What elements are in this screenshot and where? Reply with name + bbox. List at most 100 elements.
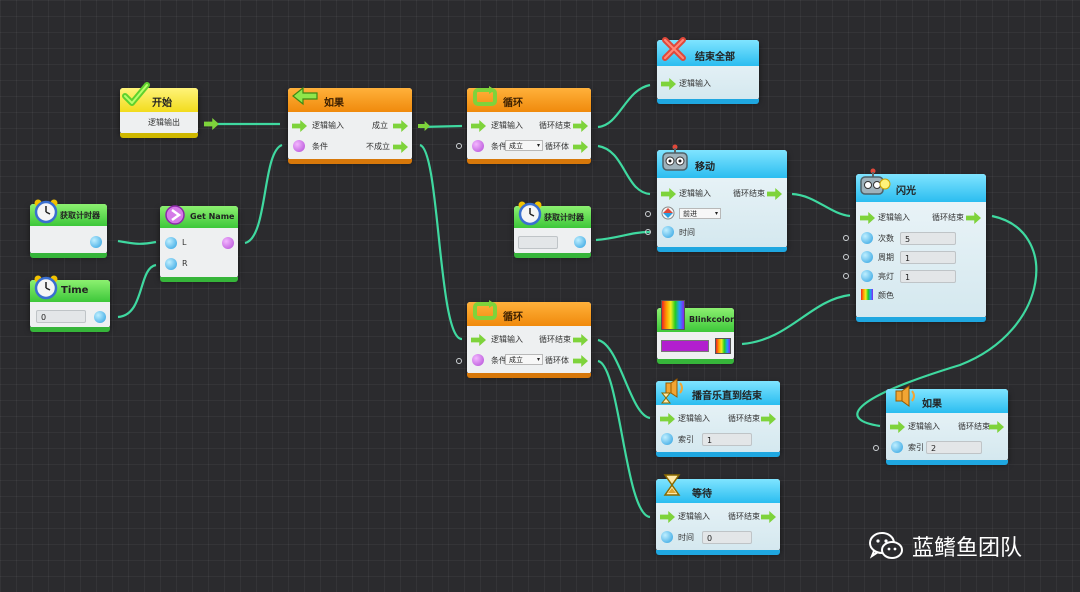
node-flash-header[interactable]: 闪光 bbox=[856, 168, 986, 202]
node-timer-1[interactable]: 获取计时器 bbox=[30, 199, 107, 258]
wait-time-port[interactable] bbox=[661, 531, 673, 543]
node-if-1[interactable]: 如果 逻辑输入 成立 条件 不成立 bbox=[288, 86, 412, 164]
loop-1-in-label: 逻辑输入 bbox=[491, 121, 523, 130]
move-time-port[interactable] bbox=[662, 226, 674, 238]
node-loop-1-header[interactable]: 循环 bbox=[467, 86, 591, 112]
node-get-name-header[interactable]: Get Name bbox=[160, 205, 238, 228]
wait-time-field[interactable]: 0 bbox=[702, 531, 752, 544]
node-time-header[interactable]: Time bbox=[30, 275, 110, 302]
node-flash[interactable]: 闪光 逻辑输入 循环结束 次数 5 周期 1 亮灯 1 颜色 bbox=[856, 168, 986, 322]
loop-2-body-label: 循环体 bbox=[545, 356, 569, 365]
branch-icon bbox=[292, 86, 318, 106]
loop-2-cond-port[interactable] bbox=[472, 354, 484, 366]
flash-color-port[interactable] bbox=[861, 289, 873, 300]
flash-count-port[interactable] bbox=[861, 232, 873, 244]
if-1-true-wire-arrow bbox=[418, 121, 430, 131]
timer-2-output-port[interactable] bbox=[574, 236, 586, 248]
flash-left-port-2[interactable] bbox=[843, 254, 849, 260]
flash-bright-port[interactable] bbox=[861, 270, 873, 282]
node-music-header[interactable]: 播音乐直到结束 bbox=[656, 378, 780, 405]
node-timer-1-header[interactable]: 获取计时器 bbox=[30, 199, 107, 226]
node-move[interactable]: 移动 逻辑输入 循环结束 前进▾ 时间 bbox=[657, 144, 787, 252]
node-wait[interactable]: 等待 逻辑输入 循环结束 时间 0 bbox=[656, 474, 780, 555]
node-start-title: 开始 bbox=[152, 98, 172, 109]
node-blinkcolor[interactable]: Blinkcolor bbox=[657, 300, 734, 364]
if-2-left-port[interactable] bbox=[873, 445, 879, 451]
node-loop-2[interactable]: 循环 逻辑输入 循环结束 条件 成立▾ 循环体 bbox=[467, 300, 591, 378]
node-move-header[interactable]: 移动 bbox=[657, 144, 787, 178]
node-loop-1[interactable]: 循环 逻辑输入 循环结束 条件 成立▾ 循环体 bbox=[467, 86, 591, 164]
node-timer-2[interactable]: 获取计时器 bbox=[514, 201, 591, 258]
wire-move-flash bbox=[791, 192, 851, 218]
move-left-port-2[interactable] bbox=[645, 229, 651, 235]
get-name-output-port[interactable] bbox=[222, 237, 234, 249]
flash-period-port[interactable] bbox=[861, 251, 873, 263]
flash-left-port-1[interactable] bbox=[843, 235, 849, 241]
wait-time-label: 时间 bbox=[678, 533, 694, 542]
node-flash-title: 闪光 bbox=[896, 186, 916, 197]
close-icon bbox=[662, 37, 686, 61]
music-end-label: 循环结束 bbox=[728, 414, 760, 423]
node-if-1-header[interactable]: 如果 bbox=[288, 86, 412, 112]
timer-2-field[interactable] bbox=[518, 236, 558, 249]
flash-left-port-3[interactable] bbox=[843, 273, 849, 279]
color-picker-icon[interactable] bbox=[715, 338, 731, 354]
timer-1-output-port[interactable] bbox=[90, 236, 102, 248]
wire-loop1-move bbox=[597, 144, 651, 196]
loop-1-left-port[interactable] bbox=[456, 143, 462, 149]
node-blinkcolor-header[interactable]: Blinkcolor bbox=[657, 300, 734, 332]
loop-1-cond-port[interactable] bbox=[472, 140, 484, 152]
music-index-field[interactable]: 1 bbox=[702, 433, 752, 446]
flash-period-field[interactable]: 1 bbox=[900, 251, 956, 264]
music-in-label: 逻辑输入 bbox=[678, 414, 710, 423]
chevron-down-icon: ▾ bbox=[536, 356, 540, 363]
flash-bright-field[interactable]: 1 bbox=[900, 270, 956, 283]
if-2-index-field[interactable]: 2 bbox=[926, 441, 982, 454]
if-1-false-label: 不成立 bbox=[366, 142, 390, 151]
flash-bright-label: 亮灯 bbox=[878, 272, 894, 281]
robot-icon bbox=[662, 144, 688, 171]
node-time-title: Time bbox=[61, 285, 89, 296]
if-1-cond-port[interactable] bbox=[293, 140, 305, 152]
alarm-clock-icon bbox=[34, 275, 58, 300]
wire-loop1-end-all bbox=[597, 83, 651, 129]
get-name-r-port[interactable] bbox=[165, 258, 177, 270]
node-get-name[interactable]: Get Name L R bbox=[160, 205, 238, 282]
blinkcolor-swatch[interactable] bbox=[661, 340, 709, 352]
speaker-hourglass-icon bbox=[660, 378, 683, 404]
loop-1-cond-select[interactable]: 成立▾ bbox=[505, 140, 543, 151]
flash-end-label: 循环结束 bbox=[932, 213, 964, 222]
loop-2-end-label: 循环结束 bbox=[539, 335, 571, 344]
loop-1-cond-value: 成立 bbox=[509, 142, 523, 150]
loop-2-in-label: 逻辑输入 bbox=[491, 335, 523, 344]
node-start-out-label: 逻辑输出 bbox=[148, 118, 180, 127]
if-1-cond-label: 条件 bbox=[312, 142, 328, 151]
node-start[interactable]: 开始 逻辑输出 bbox=[120, 82, 198, 138]
if-1-true-label: 成立 bbox=[372, 121, 388, 130]
loop-2-cond-select[interactable]: 成立▾ bbox=[505, 354, 543, 365]
time-output-port[interactable] bbox=[94, 311, 106, 323]
node-if-2-header[interactable]: 如果 bbox=[886, 385, 1008, 413]
move-direction-value: 前进 bbox=[683, 210, 697, 218]
node-get-name-title: Get Name bbox=[190, 212, 235, 221]
node-end-all[interactable]: 结束全部 逻辑输入 bbox=[657, 37, 759, 104]
node-time[interactable]: Time 0 bbox=[30, 275, 110, 332]
node-timer-2-header[interactable]: 获取计时器 bbox=[514, 201, 591, 228]
move-direction-select[interactable]: 前进▾ bbox=[679, 208, 721, 219]
music-index-port[interactable] bbox=[661, 433, 673, 445]
node-loop-2-header[interactable]: 循环 bbox=[467, 300, 591, 326]
loop-2-left-port[interactable] bbox=[456, 358, 462, 364]
watermark: 蓝鳍鱼团队 bbox=[868, 530, 1022, 562]
move-left-port-1[interactable] bbox=[645, 211, 651, 217]
node-wait-header[interactable]: 等待 bbox=[656, 474, 780, 503]
get-name-l-port[interactable] bbox=[165, 237, 177, 249]
node-end-all-header[interactable]: 结束全部 bbox=[657, 37, 759, 66]
time-value-field[interactable]: 0 bbox=[36, 310, 86, 323]
if-2-index-port[interactable] bbox=[891, 441, 903, 453]
node-start-header[interactable]: 开始 bbox=[120, 82, 198, 112]
flash-count-field[interactable]: 5 bbox=[900, 232, 956, 245]
node-move-title: 移动 bbox=[695, 162, 715, 173]
node-if-2[interactable]: 如果 逻辑输入 循环结束 索引 2 bbox=[886, 385, 1008, 465]
node-music[interactable]: 播音乐直到结束 逻辑输入 循环结束 索引 1 bbox=[656, 378, 780, 457]
